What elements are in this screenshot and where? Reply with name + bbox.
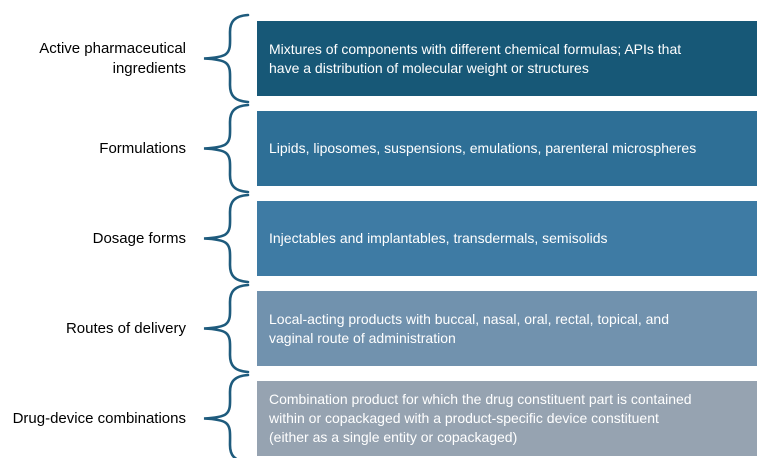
row-label-line: Dosage forms: [92, 229, 186, 247]
row-label: Dosage forms: [0, 201, 192, 276]
left-brace-icon: [192, 193, 257, 284]
description-box: Lipids, liposomes, suspensions, emulatio…: [257, 111, 757, 186]
description-line: have a distribution of molecular weight …: [269, 59, 589, 76]
description-box: Local-acting products with buccal, nasal…: [257, 291, 757, 366]
row-label: Formulations: [0, 111, 192, 186]
row-active-pharmaceutical-ingredients: Active pharmaceutical ingredients Mixtur…: [0, 13, 765, 104]
description-line: Lipids, liposomes, suspensions, emulatio…: [269, 140, 697, 156]
left-brace-icon: [192, 373, 257, 458]
row-label: Routes of delivery: [0, 291, 192, 366]
row-label-line: Formulations: [99, 139, 186, 157]
row-dosage-forms: Dosage forms Injectables and implantable…: [0, 193, 765, 284]
row-routes-of-delivery: Routes of delivery Local-acting products…: [0, 283, 765, 374]
description-box: Mixtures of components with different ch…: [257, 21, 757, 96]
row-label-line: ingredients: [112, 59, 186, 77]
description-box: Injectables and implantables, transderma…: [257, 201, 757, 276]
row-label: Active pharmaceutical ingredients: [0, 21, 192, 96]
description-line: within or copackaged with a product-spec…: [269, 410, 659, 426]
description-line: Mixtures of components with different ch…: [269, 40, 682, 57]
row-label-line: Active pharmaceutical: [39, 39, 186, 57]
row-formulations: Formulations Lipids, liposomes, suspensi…: [0, 103, 765, 194]
left-brace-icon: [192, 283, 257, 374]
row-drug-device-combinations: Drug-device combinations Combination pro…: [0, 373, 765, 458]
left-brace-icon: [192, 13, 257, 104]
left-brace-icon: [192, 103, 257, 194]
description-line: Injectables and implantables, transderma…: [269, 230, 608, 246]
description-line: Local-acting products with buccal, nasal…: [269, 310, 669, 327]
description-line: (either as a single entity or copackaged…: [269, 429, 518, 445]
row-label-line: Drug-device combinations: [12, 409, 186, 427]
description-box: Combination product for which the drug c…: [257, 381, 757, 456]
description-line: Combination product for which the drug c…: [269, 391, 692, 407]
row-label-line: Routes of delivery: [65, 319, 186, 337]
row-label: Drug-device combinations: [0, 381, 192, 456]
description-line: vaginal route of administration: [269, 329, 456, 346]
